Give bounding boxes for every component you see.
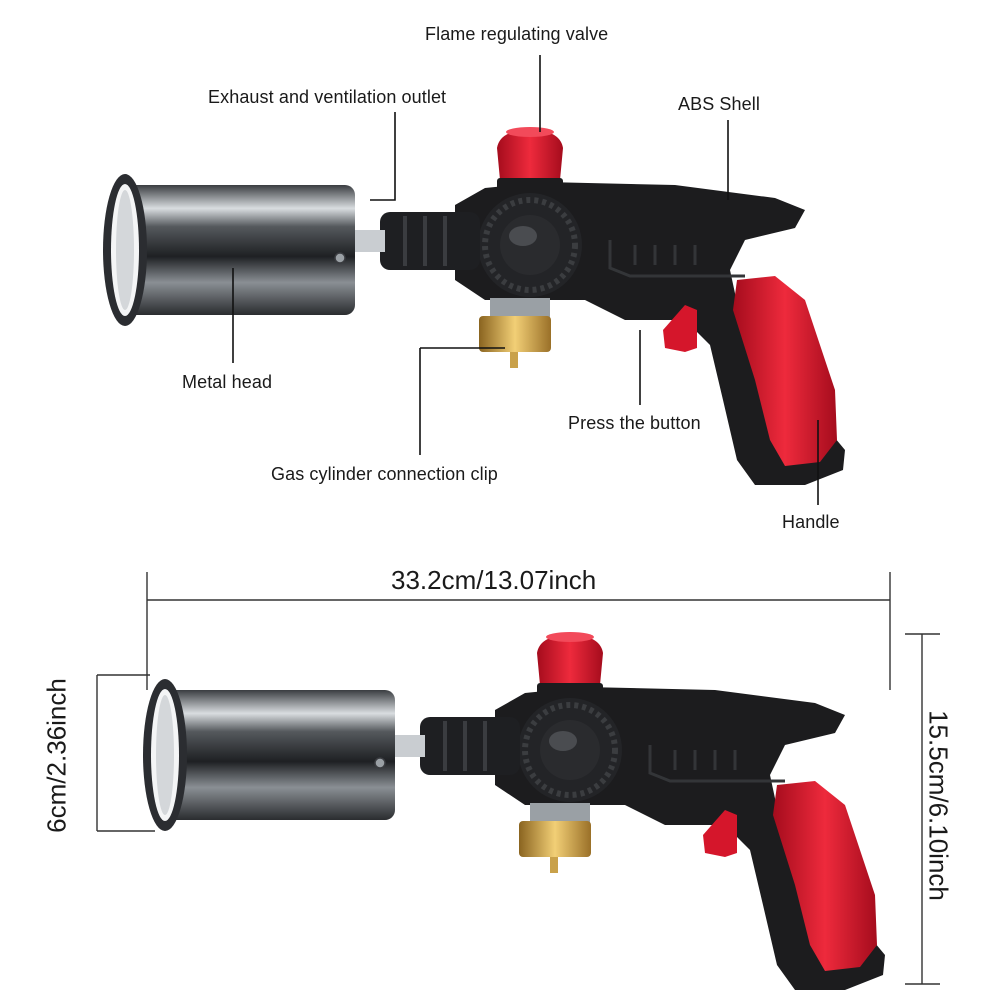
callout-abs-shell: ABS Shell [678, 94, 760, 114]
callout-lines [232, 55, 819, 505]
torch-top-image [103, 127, 845, 485]
torch-bottom-image [143, 632, 885, 990]
callout-flame-valve: Flame regulating valve [425, 24, 609, 44]
callout-handle: Handle [782, 512, 840, 532]
callout-press-button: Press the button [568, 413, 701, 433]
dimension-diameter: 6cm/2.36inch [41, 678, 72, 833]
dimension-lines [96, 572, 940, 985]
dimension-height: 15.5cm/6.10inch [923, 710, 954, 901]
callout-metal-head: Metal head [182, 372, 273, 392]
dimension-length: 33.2cm/13.07inch [391, 565, 597, 595]
callout-gas-clip: Gas cylinder connection clip [271, 464, 498, 484]
callout-exhaust-outlet: Exhaust and ventilation outlet [208, 87, 447, 107]
